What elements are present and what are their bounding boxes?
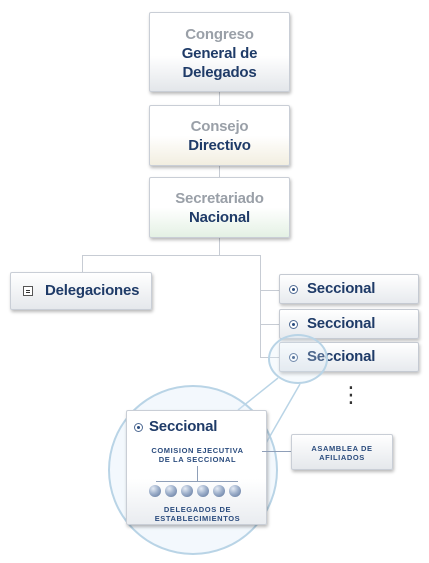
congreso-line-3: Delegados — [182, 64, 257, 81]
consejo-line-1: Consejo — [190, 118, 249, 135]
congreso-line-1: Congreso — [185, 26, 254, 43]
consejo-box[interactable]: Consejo Directivo — [149, 105, 290, 166]
connector-vertical-main — [219, 92, 220, 255]
delegaciones-label: Delegaciones — [45, 282, 140, 299]
connector-seccional-2 — [260, 324, 279, 325]
radio-icon — [289, 285, 298, 294]
delegado-sphere — [229, 485, 241, 497]
seccional-label-1: Seccional — [307, 280, 376, 297]
seccional-zoom-panel[interactable]: Seccional COMISION EJECUTIVA DE LA SECCI… — [126, 410, 267, 525]
secretariado-line-1: Secretariado — [175, 190, 264, 207]
delegados-tree-bar — [156, 481, 238, 482]
delegado-sphere — [213, 485, 225, 497]
delegado-sphere — [181, 485, 193, 497]
delegado-sphere — [197, 485, 209, 497]
asamblea-label: ASAMBLEA DE AFILIADOS — [311, 444, 373, 462]
delegado-sphere — [165, 485, 177, 497]
asamblea-box[interactable]: ASAMBLEA DE AFILIADOS — [291, 434, 393, 470]
ellipsis: ⋮ — [340, 382, 362, 407]
delegados-tree-stem — [197, 466, 198, 481]
seccional-box-1[interactable]: Seccional — [279, 274, 419, 304]
secretariado-line-2: Nacional — [189, 209, 250, 226]
seccional-label-2: Seccional — [307, 315, 376, 332]
magnifier-small-circle — [268, 334, 328, 384]
consejo-line-2: Directivo — [188, 137, 251, 154]
radio-icon — [134, 423, 143, 432]
delegado-sphere — [149, 485, 161, 497]
connector-to-asamblea — [262, 451, 291, 452]
zoom-title: Seccional — [149, 418, 218, 435]
congreso-line-2: General de — [181, 45, 258, 62]
connector-to-delegaciones — [82, 255, 83, 272]
seccional-box-2[interactable]: Seccional — [279, 309, 419, 339]
delegados-spheres — [149, 485, 249, 499]
connector-seccionales-trunk — [260, 255, 261, 358]
radio-icon — [289, 320, 298, 329]
connector-horizontal-branch — [82, 255, 260, 256]
congreso-box[interactable]: Congreso General de Delegados — [149, 12, 290, 92]
secretariado-box[interactable]: Secretariado Nacional — [149, 177, 290, 238]
delegados-label: DELEGADOS DE ESTABLECIMIENTOS — [154, 505, 241, 523]
connector-seccional-1 — [260, 290, 279, 291]
delegaciones-box[interactable]: Delegaciones — [10, 272, 152, 310]
expand-box-icon[interactable] — [23, 286, 33, 296]
comision-label: COMISION EJECUTIVA DE LA SECCIONAL — [151, 446, 244, 464]
